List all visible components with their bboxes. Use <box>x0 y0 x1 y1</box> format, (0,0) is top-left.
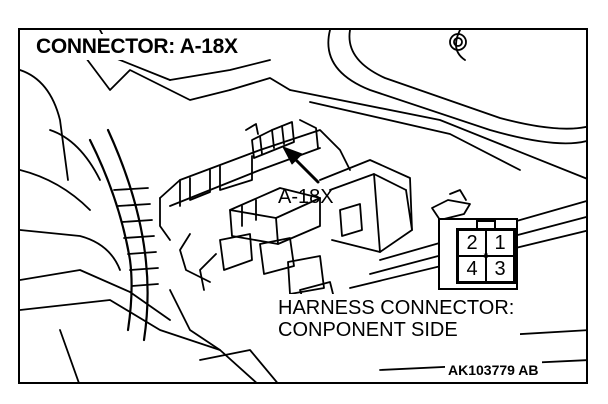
pin-4: 4 <box>458 256 486 282</box>
connector-pinout-icon: 2 1 4 3 × <box>438 218 518 290</box>
connector-key-tab <box>476 220 496 229</box>
pin-3: 3 <box>486 256 514 282</box>
connector-view-line1: HARNESS CONNECTOR: <box>278 297 515 319</box>
illustration-frame: CONNECTOR: A-18X A-18X 2 1 4 3 × HARNESS… <box>18 28 588 384</box>
callout-arrow-icon <box>282 146 303 165</box>
figure-code: AK103779 AB <box>445 361 542 379</box>
engine-bay-line-art <box>20 30 586 382</box>
x-mark-icon: × <box>483 251 489 262</box>
pin-grid: 2 1 4 3 <box>456 228 516 284</box>
callout-label: A-18X <box>278 186 334 208</box>
pin-2: 2 <box>458 230 486 256</box>
connector-title: CONNECTOR: A-18X <box>32 34 242 60</box>
pin-1: 1 <box>486 230 514 256</box>
connector-view-line2: CONPONENT SIDE <box>278 319 458 341</box>
connector-view-label: HARNESS CONNECTOR: CONPONENT SIDE <box>272 294 521 344</box>
